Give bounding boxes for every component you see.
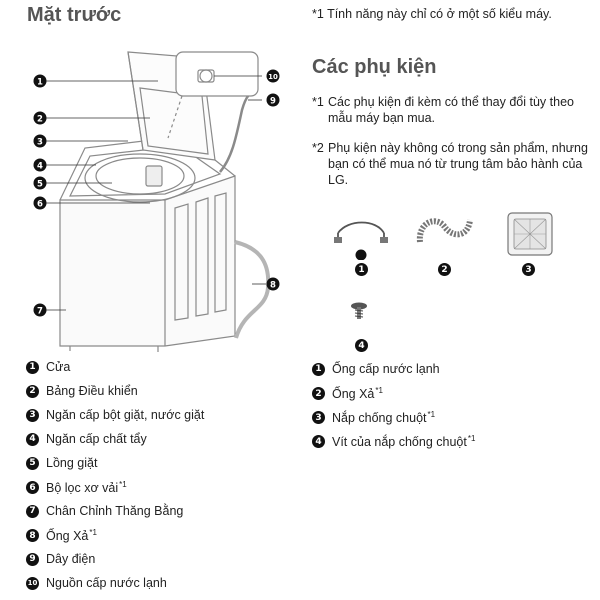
accessory-badge-1: 1 [355, 263, 368, 276]
rat-cover-icon [507, 212, 553, 256]
svg-text:3: 3 [37, 138, 43, 148]
accessories-title: Các phụ kiện [312, 56, 437, 78]
svg-text:8: 8 [270, 281, 276, 291]
accessory-badge-4: 4 [355, 339, 368, 352]
front-view-title: Mặt trước [27, 4, 122, 26]
svg-text:4: 4 [37, 162, 43, 172]
svg-text:5: 5 [37, 180, 43, 190]
callout-numbers: 1 2 3 4 5 6 7 8 9 10 [33, 69, 280, 317]
screw-icon [351, 302, 367, 319]
accessory-note-2: *2 Phụ kiện này không có trong sản phẩm,… [312, 141, 588, 187]
svg-text:9: 9 [270, 97, 276, 107]
svg-text:6: 6 [37, 200, 43, 210]
svg-text:10: 10 [268, 73, 278, 81]
water-hose-icon [334, 221, 388, 260]
svg-text:2: 2 [37, 115, 43, 125]
accessory-note-1: *1 Các phụ kiện đi kèm có thể thay đổi t… [312, 95, 574, 125]
model-availability-note: *1 Tính năng này chỉ có ở một số kiểu má… [312, 7, 552, 21]
washing-machine-illustration: 1 2 3 4 5 6 7 8 9 10 [33, 51, 280, 352]
drain-hose-icon [416, 218, 473, 243]
svg-text:1: 1 [37, 78, 43, 88]
svg-text:7: 7 [37, 307, 43, 317]
accessory-badge-3: 3 [522, 263, 535, 276]
accessory-badge-2: 2 [438, 263, 451, 276]
